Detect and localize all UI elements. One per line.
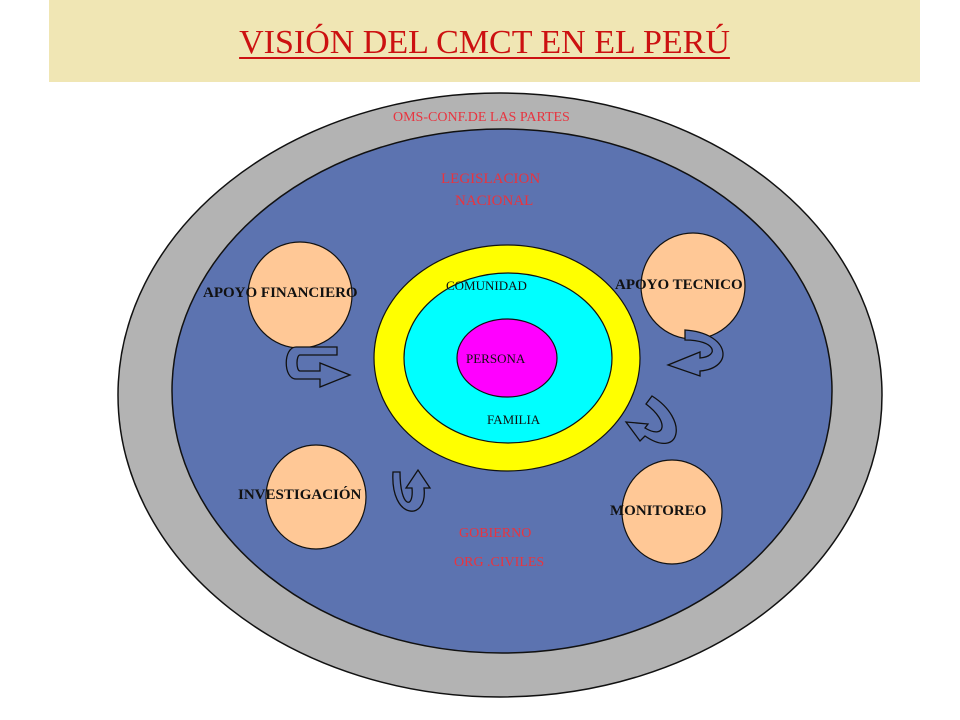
monitoreo-label: MONITOREO (610, 503, 707, 519)
org-civiles-label: ORG .CIVILES (454, 555, 545, 570)
comunidad-label: COMUNIDAD (446, 278, 527, 293)
apoyo-financiero-label: APOYO FINANCIERO (203, 285, 358, 301)
arrow-tecnico (666, 329, 724, 377)
legislation-label-line2: NACIONAL (455, 193, 534, 209)
arrow-investigacion (392, 468, 432, 512)
persona-label: PERSONA (466, 351, 526, 366)
familia-label: FAMILIA (487, 412, 541, 427)
investigacion-circle (265, 444, 367, 550)
gobierno-label: GOBIERNO (459, 526, 532, 541)
outer-label: OMS-CONF.DE LAS PARTES (393, 110, 570, 125)
apoyo-tecnico-label: APOYO TECNICO (615, 277, 743, 293)
persona-circle (456, 318, 558, 398)
page-title: VISIÓN DEL CMCT EN EL PERÚ (239, 24, 730, 61)
arrow-financiero (285, 346, 352, 388)
investigacion-label: INVESTIGACIÓN (238, 487, 362, 503)
legislation-label-line1: LEGISLACION (441, 171, 541, 187)
arrow-monitoreo (624, 395, 677, 444)
monitoreo-circle (621, 459, 723, 565)
title-bar: VISIÓN DEL CMCT EN EL PERÚ (49, 0, 920, 82)
